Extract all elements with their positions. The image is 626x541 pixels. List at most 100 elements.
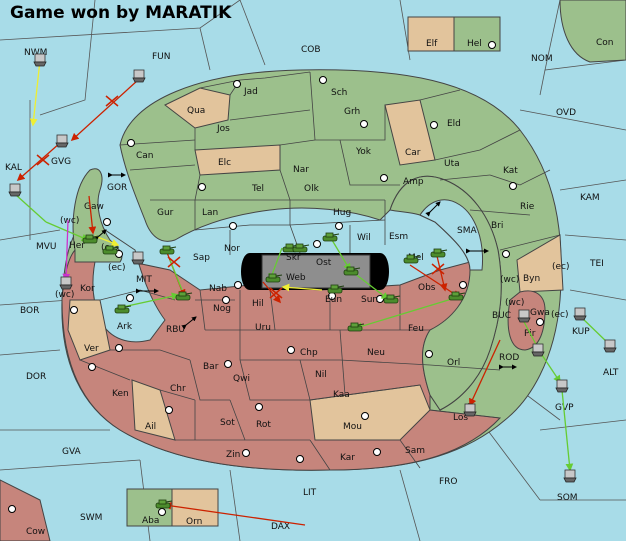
label-ver: Ver bbox=[84, 344, 99, 354]
label-rie: Rie bbox=[520, 202, 535, 212]
ship-icon bbox=[463, 403, 477, 417]
label-lit: LIT bbox=[303, 488, 317, 498]
tank-icon bbox=[265, 273, 283, 283]
central-region bbox=[261, 254, 371, 289]
label-elf: Elf bbox=[426, 39, 438, 49]
move-arrow-icon bbox=[29, 59, 41, 127]
cut-order-icon bbox=[167, 256, 181, 268]
cut-order-icon bbox=[36, 154, 50, 166]
label-nwm: NWM bbox=[24, 48, 47, 58]
label-ost: Ost bbox=[316, 258, 332, 268]
move-arrow-icon bbox=[331, 239, 351, 272]
label-sma: SMA bbox=[457, 226, 477, 236]
label-kor-wc: (wc) bbox=[55, 290, 74, 300]
label-sun: Sun bbox=[361, 295, 378, 305]
ship-icon bbox=[8, 183, 22, 197]
label-orn: Orn bbox=[186, 517, 202, 527]
label-ken: Ken bbox=[112, 389, 129, 399]
cut-order-icon bbox=[105, 95, 119, 107]
label-chr: Chr bbox=[170, 384, 186, 394]
tank-icon bbox=[159, 245, 177, 255]
north-borders bbox=[119, 71, 561, 255]
label-gaw-wc: (wc) bbox=[60, 216, 79, 226]
tank-icon bbox=[383, 294, 401, 304]
label-kat: Kat bbox=[503, 166, 518, 176]
move-arrow-icon bbox=[469, 339, 501, 407]
label-her: Her bbox=[69, 241, 85, 251]
label-dor: DOR bbox=[26, 372, 46, 382]
two-way-arrow-icon bbox=[93, 229, 107, 242]
label-jad: Jad bbox=[243, 87, 258, 97]
label-nog: Nog bbox=[213, 304, 231, 314]
ship-icon bbox=[531, 343, 545, 357]
label-cob: COB bbox=[301, 45, 321, 55]
label-hil: Hil bbox=[252, 299, 264, 309]
label-olk: Olk bbox=[304, 184, 320, 194]
move-arrow-icon bbox=[561, 389, 574, 472]
tank-icon bbox=[347, 322, 365, 332]
tank-icon bbox=[114, 304, 132, 314]
units bbox=[8, 53, 617, 509]
label-byn-ec: (ec) bbox=[552, 262, 570, 272]
label-uta: Uta bbox=[444, 159, 460, 169]
move-arrow-icon bbox=[70, 79, 139, 142]
label-feu: Feu bbox=[408, 324, 424, 334]
label-sot: Sot bbox=[220, 418, 235, 428]
move-arrow-icon bbox=[62, 219, 71, 282]
move-arrow-icon bbox=[16, 142, 61, 182]
neutral-provinces bbox=[0, 16, 564, 541]
move-arrow-icon bbox=[262, 281, 282, 304]
label-mvu: MVU bbox=[36, 242, 57, 252]
cut-order-icon bbox=[431, 263, 445, 275]
south-borders bbox=[79, 285, 501, 471]
ship-icon bbox=[55, 134, 69, 148]
tank-icon bbox=[322, 232, 340, 242]
move-arrow-icon bbox=[169, 259, 183, 291]
label-orl: Orl bbox=[447, 358, 460, 368]
label-uru: Uru bbox=[255, 323, 271, 333]
ship-icon bbox=[573, 307, 587, 321]
two-way-arrow-icon bbox=[425, 201, 441, 217]
ship-icon bbox=[517, 309, 531, 323]
label-byn-wc: (wc) bbox=[500, 275, 519, 285]
island-con bbox=[559, 0, 626, 63]
move-arrow-icon bbox=[539, 351, 561, 384]
label-web: Web bbox=[286, 273, 306, 283]
label-elc: Elc bbox=[218, 158, 231, 168]
label-fun: FUN bbox=[152, 52, 171, 62]
label-yok: Yok bbox=[355, 147, 372, 157]
label-gor: GOR bbox=[107, 183, 127, 193]
label-gaw: Gaw bbox=[84, 202, 104, 212]
label-gvp: GVP bbox=[555, 403, 574, 413]
label-eun: Eun bbox=[325, 295, 342, 305]
label-nab: Nab bbox=[209, 284, 227, 294]
label-byn: Byn bbox=[523, 274, 540, 284]
label-kup: KUP bbox=[572, 327, 590, 337]
cut-order-icon bbox=[269, 287, 283, 299]
move-arrow-icon bbox=[88, 195, 97, 235]
label-kal: KAL bbox=[5, 163, 22, 173]
label-ail: Ail bbox=[145, 422, 156, 432]
tank-icon bbox=[403, 254, 421, 264]
ship-icon bbox=[603, 339, 617, 353]
tank-icon bbox=[343, 266, 361, 276]
two-way-arrows bbox=[93, 172, 517, 370]
label-gwa-wc: (wc) bbox=[505, 298, 524, 308]
ship-icon bbox=[131, 251, 145, 265]
label-skr: Skr bbox=[286, 253, 301, 263]
label-wil: Wil bbox=[357, 233, 371, 243]
label-tel: Tel bbox=[251, 184, 264, 194]
label-obs: Obs bbox=[418, 283, 436, 293]
label-gwa: Gwa bbox=[530, 308, 550, 318]
label-bor: BOR bbox=[20, 306, 39, 316]
label-ark: Ark bbox=[117, 322, 133, 332]
label-buc: BUC bbox=[492, 311, 511, 321]
label-neu: Neu bbox=[367, 348, 385, 358]
cut-markers bbox=[36, 95, 445, 299]
label-nom: NOM bbox=[531, 54, 553, 64]
label-sam: Sam bbox=[405, 446, 425, 456]
label-fro: FRO bbox=[439, 477, 458, 487]
